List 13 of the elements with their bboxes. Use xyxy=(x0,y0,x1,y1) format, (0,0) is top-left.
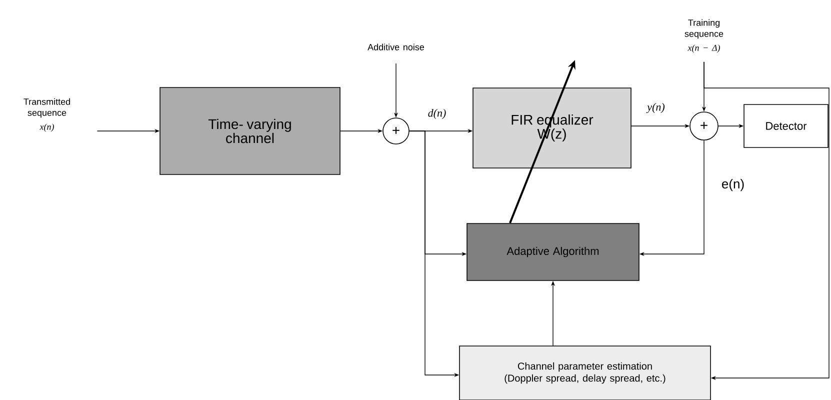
process-box: Adaptive Algorithm xyxy=(466,223,640,281)
process-box: Detector xyxy=(744,104,828,148)
summing-junction: + xyxy=(690,112,718,140)
summing-junction: + xyxy=(382,118,410,144)
arrow xyxy=(704,62,830,380)
input-label: Additive noise xyxy=(368,44,424,50)
input-label: Transmitted sequence x(n) xyxy=(24,98,70,132)
process-box: Channel parameter estimation (Doppler spread, delay spread, etc.) xyxy=(459,346,711,400)
edge-label: d(n) xyxy=(426,108,448,120)
process-box: Time- varying channel xyxy=(160,87,340,175)
edge-label: e(n) xyxy=(720,178,746,192)
input-label: Training sequence x(n − Δ) xyxy=(684,19,724,53)
edge-label: y(n) xyxy=(646,102,666,114)
